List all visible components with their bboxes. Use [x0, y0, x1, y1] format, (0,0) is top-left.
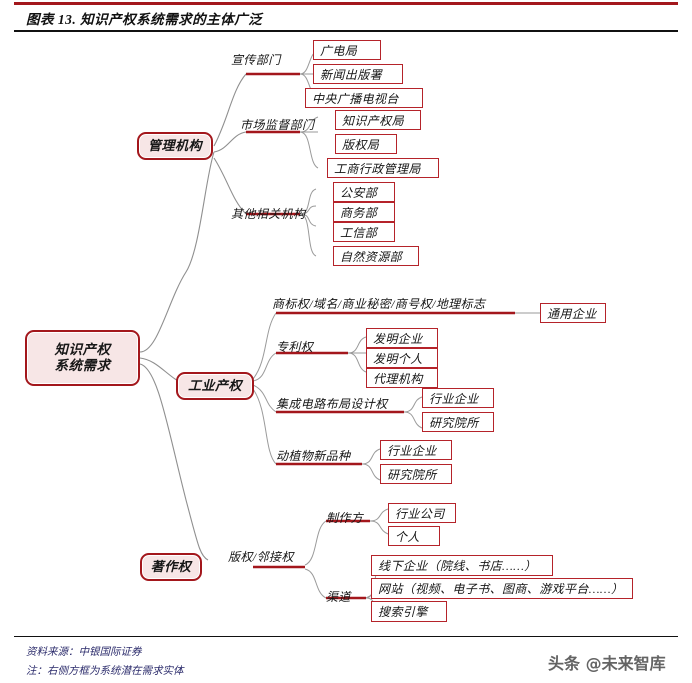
group-label-publicity: 宣传部门: [231, 53, 281, 67]
entity-box[interactable]: 个人: [388, 526, 440, 546]
link-label-copyright-neighboring: 版权/邻接权: [228, 550, 294, 564]
group-label-patent: 专利权: [276, 340, 314, 354]
entity-box[interactable]: 行业公司: [388, 503, 456, 523]
entity-box[interactable]: 自然资源部: [333, 246, 419, 266]
entity-box[interactable]: 通用企业: [540, 303, 606, 323]
entity-box[interactable]: 广电局: [313, 40, 381, 60]
entity-box[interactable]: 公安部: [333, 182, 395, 202]
group-label-market-supervision: 市场监督部门: [240, 118, 315, 132]
group-label-trademark: 商标权/域名/商业秘密/商号权/地理标志: [272, 297, 486, 311]
branch-node-management[interactable]: 管理机构: [137, 132, 213, 160]
entity-box[interactable]: 研究院所: [380, 464, 452, 484]
footer-rule: [14, 636, 678, 638]
entity-box[interactable]: 行业企业: [422, 388, 494, 408]
entity-box[interactable]: 研究院所: [422, 412, 494, 432]
title-underline-rule: [14, 30, 678, 32]
entity-box[interactable]: 搜索引擎: [371, 601, 447, 622]
entity-box[interactable]: 线下企业（院线、书店……）: [371, 555, 553, 576]
watermark-label: 头条 @未来智库: [548, 654, 666, 673]
entity-box[interactable]: 网站（视频、电子书、图商、游戏平台……）: [371, 578, 633, 599]
top-accent-rule: [14, 2, 678, 5]
entity-box[interactable]: 商务部: [333, 202, 395, 222]
group-label-channel: 渠道: [326, 590, 351, 604]
entity-box[interactable]: 工信部: [333, 222, 395, 242]
page-title: 图表 13. 知识产权系统需求的主体广泛: [26, 12, 263, 27]
entity-box[interactable]: 版权局: [335, 134, 397, 154]
figure-note: 注：右侧方框为系统潜在需求实体: [26, 666, 184, 677]
entity-box[interactable]: 代理机构: [366, 368, 438, 388]
entity-box[interactable]: 知识产权局: [335, 110, 421, 130]
entity-box[interactable]: 发明企业: [366, 328, 438, 348]
entity-box[interactable]: 工商行政管理局: [327, 158, 439, 178]
entity-box[interactable]: 新闻出版署: [313, 64, 403, 84]
group-label-ic-layout: 集成电路布局设计权: [276, 397, 388, 411]
entity-box[interactable]: 中央广播电视台: [305, 88, 423, 108]
group-label-other-agencies: 其他相关机构: [231, 207, 306, 221]
branch-node-copyright[interactable]: 著作权: [140, 553, 202, 581]
entity-box[interactable]: 发明个人: [366, 348, 438, 368]
entity-box[interactable]: 行业企业: [380, 440, 452, 460]
branch-node-industrial-property[interactable]: 工业产权: [176, 372, 254, 400]
root-node[interactable]: 知识产权 系统需求: [25, 330, 140, 386]
source-note: 资料来源：中银国际证券: [26, 647, 142, 658]
group-label-producer: 制作方: [326, 511, 364, 525]
group-label-new-varieties: 动植物新品种: [276, 449, 351, 463]
